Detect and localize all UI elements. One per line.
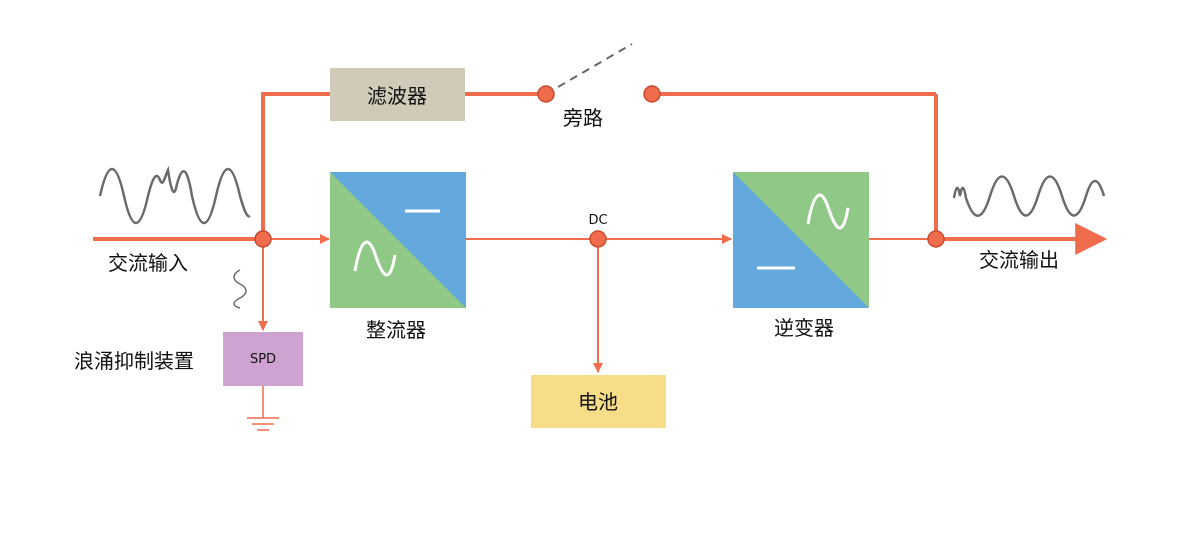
surge-suppressor-label: 浪涌抑制装置 xyxy=(74,349,194,373)
bypass-label: 旁路 xyxy=(563,106,603,130)
battery-label: 电池 xyxy=(578,390,618,414)
dc-label: DC xyxy=(588,213,607,228)
rectifier-block xyxy=(330,172,466,308)
bypass-switch-node-right xyxy=(643,85,661,103)
spd-box xyxy=(223,332,303,386)
ac-input-label: 交流输入 xyxy=(108,251,188,275)
input-junction-node xyxy=(254,230,272,248)
bypass-switch-node-left xyxy=(537,85,555,103)
surge-wave-icon xyxy=(233,269,247,309)
output-junction-node xyxy=(927,230,945,248)
inverter-label: 逆变器 xyxy=(774,316,834,340)
spd-label: SPD xyxy=(250,352,276,367)
filter-box xyxy=(330,68,465,121)
sine-wave-icon xyxy=(353,240,397,277)
ac-output-label: 交流输出 xyxy=(979,248,1059,272)
rectifier-label: 整流器 xyxy=(366,318,426,342)
filter-label: 滤波器 xyxy=(367,84,427,108)
inverter-block xyxy=(733,172,869,308)
dc-node xyxy=(589,230,607,248)
battery-box xyxy=(531,375,666,428)
sine-wave-icon xyxy=(806,193,850,230)
ground-icon xyxy=(247,386,279,431)
output-sine-wave-icon xyxy=(952,175,1106,217)
input-noisy-wave-icon xyxy=(98,165,251,225)
bypass-switch-icon xyxy=(545,43,633,95)
